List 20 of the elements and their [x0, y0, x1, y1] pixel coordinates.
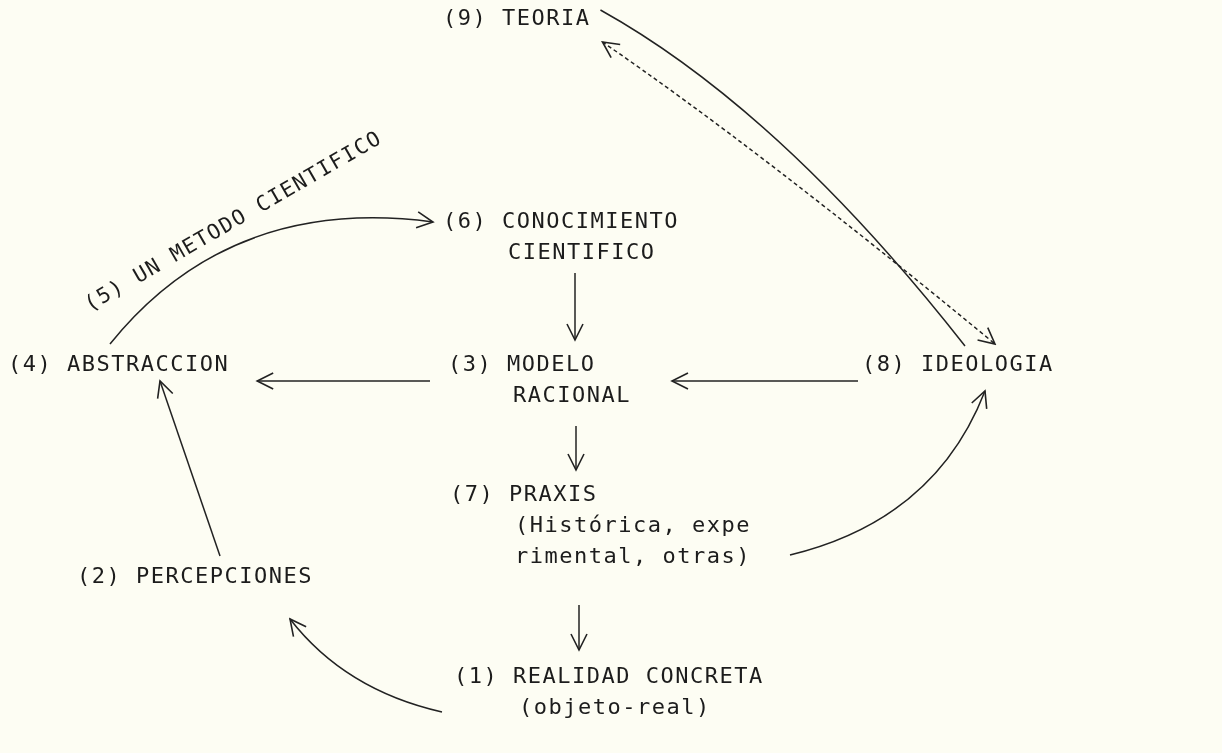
- arrow: [289, 618, 443, 713]
- concept-label: (9) TEORIA: [443, 4, 591, 32]
- concept-label: (8) IDEOLOGIA: [862, 350, 1054, 378]
- arrow: [156, 380, 221, 557]
- arrow: [567, 425, 585, 471]
- concept-label: (6) CONOCIMIENTO CIENTIFICO: [443, 207, 680, 266]
- arrow: [109, 211, 434, 345]
- concept-note: (Histórica, expe rimental, otras): [515, 511, 752, 570]
- concept-label: (4) ABSTRACCION: [8, 350, 230, 378]
- arrow: [601, 41, 996, 345]
- concept-label: (1) REALIDAD CONCRETA: [454, 662, 764, 690]
- arrow: [570, 604, 588, 651]
- arrow: [566, 272, 584, 341]
- arrow: [789, 390, 987, 556]
- arrow: [256, 372, 431, 390]
- concept-label: (2) PERCEPCIONES: [77, 562, 313, 590]
- concept-note: (objeto-real): [519, 693, 712, 721]
- concept-label: (7) PRAXIS: [450, 480, 599, 508]
- concept-label: (3) MODELO RACIONAL: [448, 350, 632, 409]
- arrow: [671, 372, 859, 390]
